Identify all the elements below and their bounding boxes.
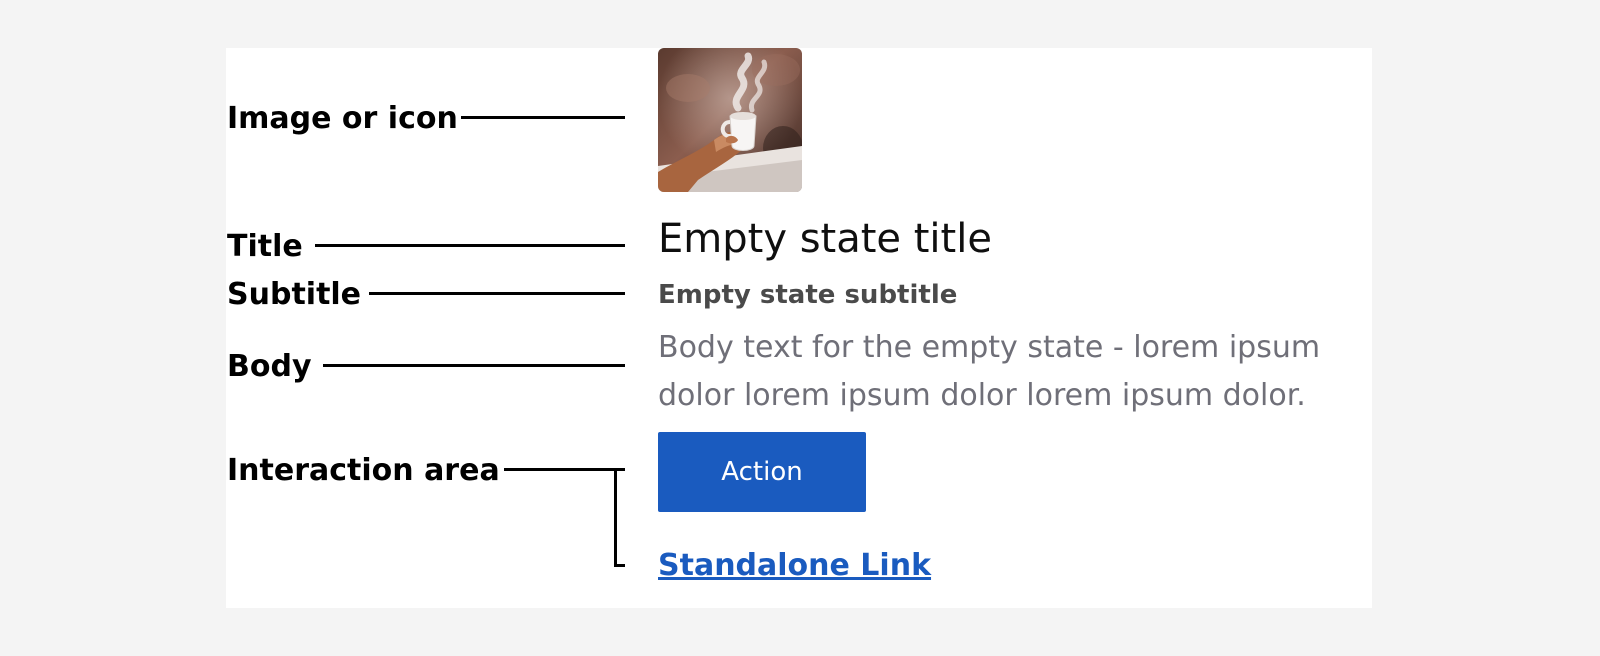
annotation-subtitle-label: Subtitle <box>227 277 362 312</box>
empty-state-subtitle: Empty state subtitle <box>658 280 958 310</box>
standalone-link[interactable]: Standalone Link <box>658 548 932 583</box>
annotation-image-line <box>461 116 625 119</box>
action-button[interactable]: Action <box>658 432 866 512</box>
annotation-interaction-label: Interaction area <box>227 453 500 488</box>
photo-hand-holding-steaming-cup-icon <box>658 48 802 192</box>
annotation-title-line <box>315 244 625 247</box>
annotation-interaction-bracket <box>614 468 617 567</box>
annotation-body-line <box>323 364 625 367</box>
empty-state-title: Empty state title <box>658 216 992 262</box>
empty-state-body: Body text for the empty state - lorem ip… <box>658 330 1321 413</box>
annotation-body-label: Body <box>227 349 312 384</box>
annotation-subtitle-line <box>369 292 625 295</box>
annotation-image-label: Image or icon <box>227 101 458 136</box>
annotation-title-label: Title <box>227 229 303 264</box>
annotation-interaction-line <box>504 468 625 471</box>
annotation-interaction-bracket-foot <box>614 564 625 567</box>
